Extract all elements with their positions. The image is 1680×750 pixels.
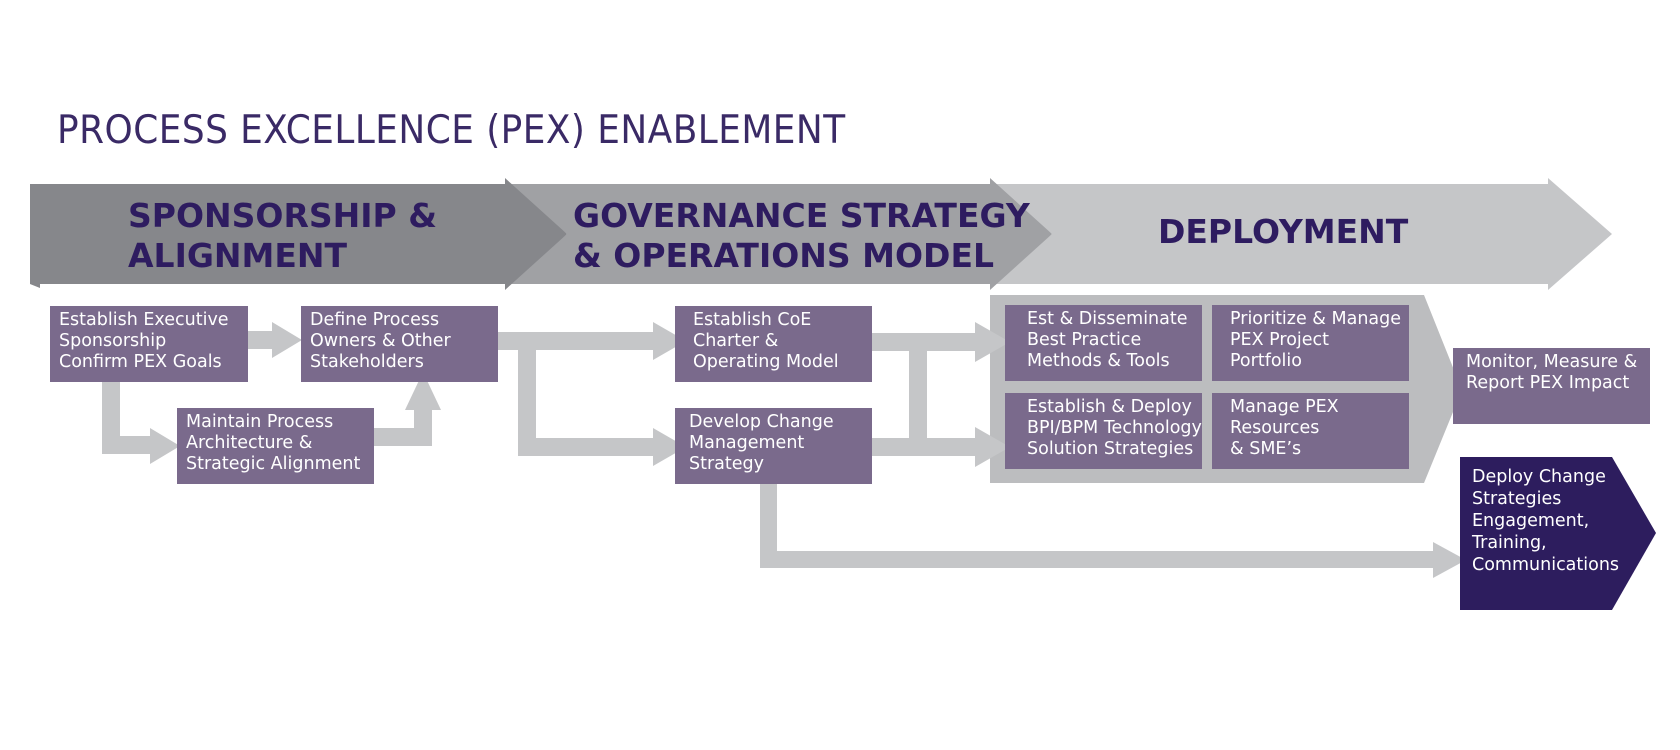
phase-arrow-governance <box>505 178 1052 290</box>
box-maintain-architecture: Maintain Process Architecture & Strategi… <box>177 408 374 484</box>
box-text: Management <box>689 433 805 453</box>
box-define-owners: Define Process Owners & Other Stakeholde… <box>301 306 498 382</box>
box-text: Prioritize & Manage <box>1230 309 1402 329</box>
box-text: Best Practice <box>1027 330 1142 350</box>
phase-heading-line: GOVERNANCE STRATEGY <box>573 196 1030 235</box>
connector-to-deploy-change <box>760 551 1435 568</box>
box-text: Establish Executive <box>59 310 229 330</box>
box-text: Charter & <box>693 331 779 351</box>
box-text: Establish & Deploy <box>1027 397 1192 417</box>
box-text: Stakeholders <box>310 352 424 372</box>
phase-heading-line: & OPERATIONS MODEL <box>573 235 995 275</box>
box-text: Strategy <box>689 454 764 474</box>
arrowhead-to-coe <box>653 322 686 360</box>
box-coe-charter: Establish CoE Charter & Operating Model <box>675 306 872 382</box>
connector-h-vertical <box>909 333 927 438</box>
box-text: Manage PEX <box>1230 397 1339 417</box>
phase-heading-governance: GOVERNANCE STRATEGY & OPERATIONS MODEL <box>573 196 1030 275</box>
box-text: Strategies <box>1472 489 1562 509</box>
connector-branch-down <box>518 332 536 456</box>
connector-change-down <box>760 484 777 568</box>
connector-exec-down <box>102 380 120 454</box>
connector-change-right <box>872 438 982 456</box>
page-title: PROCESS EXCELLENCE (PEX) ENABLEMENT <box>57 108 846 153</box>
box-text: Portfolio <box>1230 351 1302 371</box>
box-text: Solution Strategies <box>1027 439 1194 459</box>
box-text: Report PEX Impact <box>1466 373 1630 393</box>
box-text: Architecture & <box>186 433 313 453</box>
phase-heading-line: DEPLOYMENT <box>1158 212 1409 251</box>
box-resources: Manage PEX Resources & SME’s <box>1212 393 1409 469</box>
connector-define-right <box>497 332 655 350</box>
box-text: Communications <box>1472 555 1620 575</box>
phase-heading-line: SPONSORSHIP & <box>128 196 437 235</box>
connector-to-change <box>518 438 655 456</box>
arrowhead-to-bpm-tech <box>975 427 1010 467</box>
box-text: Define Process <box>310 310 440 330</box>
arrowhead-to-best-practice <box>975 322 1010 362</box>
arrowhead-exec-to-define <box>272 322 302 358</box>
box-text: Resources <box>1230 418 1320 438</box>
box-text: Owners & Other <box>310 331 451 351</box>
phase-heading-sponsorship: SPONSORSHIP & ALIGNMENT <box>128 196 437 275</box>
box-text: Confirm PEX Goals <box>59 352 222 372</box>
connector-exec-to-maintain <box>102 436 152 454</box>
box-exec-sponsorship: Establish Executive Sponsorship Confirm … <box>50 306 248 382</box>
connectors <box>102 322 1466 578</box>
phase-arrow-sponsorship <box>30 178 567 290</box>
arrowhead-to-define <box>405 372 441 410</box>
box-best-practice: Est & Disseminate Best Practice Methods … <box>1005 305 1202 381</box>
box-text: Monitor, Measure & <box>1466 352 1638 372</box>
connector-maintain-up <box>414 400 432 446</box>
box-text: Est & Disseminate <box>1027 309 1188 329</box>
box-text: Establish CoE <box>693 310 812 330</box>
box-text: Engagement, <box>1472 511 1590 531</box>
box-portfolio: Prioritize & Manage PEX Project Portfoli… <box>1212 305 1409 381</box>
box-text: Strategic Alignment <box>186 454 361 474</box>
connector-exec-to-define <box>248 331 274 349</box>
box-text: Sponsorship <box>59 331 167 351</box>
box-text: Develop Change <box>689 412 834 432</box>
box-text: BPI/BPM Technology <box>1027 418 1202 438</box>
phase-heading-line: ALIGNMENT <box>128 235 348 275</box>
box-bpm-technology: Establish & Deploy BPI/BPM Technology So… <box>1005 393 1202 469</box>
phase-arrow-deployment <box>990 178 1612 290</box>
box-monitor-impact: Monitor, Measure & Report PEX Impact <box>1453 348 1650 424</box>
arrowhead-to-deploy-change <box>1433 542 1466 578</box>
box-text: Operating Model <box>693 352 839 372</box>
box-text: Methods & Tools <box>1027 351 1170 371</box>
box-change-management: Develop Change Management Strategy <box>675 408 872 484</box>
box-text: Deploy Change <box>1472 467 1606 487</box>
arrowhead-to-change <box>653 428 686 466</box>
arrowhead-to-maintain <box>150 428 180 464</box>
box-deploy-change-strategies: Deploy Change Strategies Engagement, Tra… <box>1462 462 1622 602</box>
box-text: Maintain Process <box>186 412 334 432</box>
box-text: Training, <box>1472 533 1547 553</box>
phase-heading-deployment: DEPLOYMENT <box>1158 212 1408 252</box>
box-text: PEX Project <box>1230 330 1330 350</box>
box-text: & SME’s <box>1230 439 1302 459</box>
deploy-change-chevron <box>1460 457 1656 610</box>
